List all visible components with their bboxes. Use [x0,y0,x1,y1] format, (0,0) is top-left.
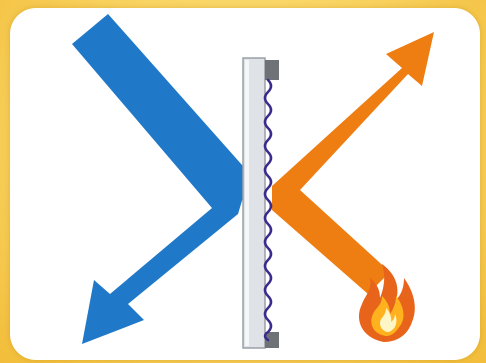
glass-highlight [245,60,249,346]
orange-arrow-icon [272,32,434,294]
coating-wave [265,80,271,340]
reflective-glass-diagram [10,8,480,360]
blue-arrow-icon [72,14,250,344]
illustration-panel [10,8,480,360]
glass-pane [243,58,265,348]
orange-arrow-shape [272,32,434,294]
blue-arrow-shape [72,14,250,344]
top-spacer [265,60,279,80]
